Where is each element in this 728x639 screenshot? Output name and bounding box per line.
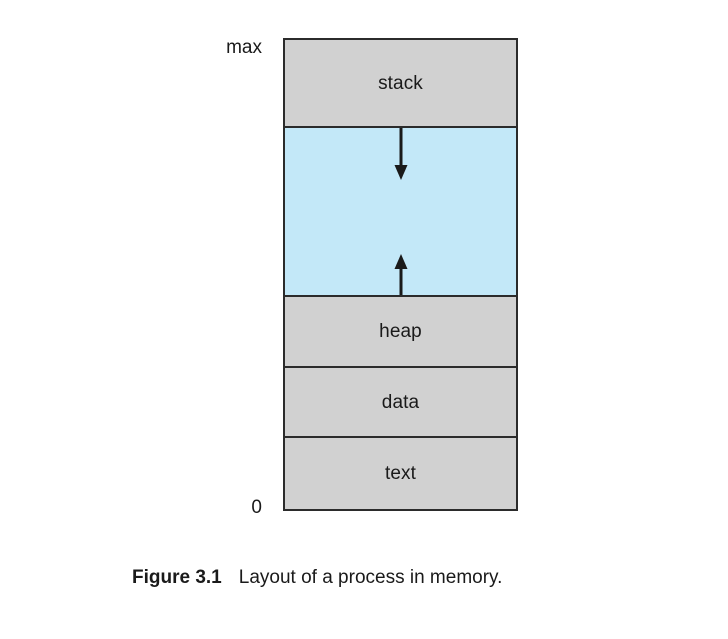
memory-segment-free-space xyxy=(285,128,516,297)
arrow-up-icon xyxy=(389,254,413,295)
memory-segment-stack-label: stack xyxy=(378,72,423,94)
memory-segment-data-label: data xyxy=(381,391,420,413)
figure-caption-title: Layout of a process in memory. xyxy=(238,567,503,588)
memory-map-diagram: stack heap data text xyxy=(283,38,518,511)
memory-segment-text-label: text xyxy=(384,463,417,484)
memory-segment-stack: stack xyxy=(285,40,516,128)
memory-segment-heap: heap xyxy=(285,297,516,368)
axis-label-max: max xyxy=(226,37,262,58)
figure-caption: Figure 3.1 Layout of a process in memory. xyxy=(132,568,652,587)
memory-segment-heap-label: heap xyxy=(379,321,422,342)
figure-caption-number: Figure 3.1 xyxy=(132,567,222,588)
arrow-down-icon xyxy=(389,128,413,180)
axis-label-zero: 0 xyxy=(251,497,262,518)
memory-segment-text: text xyxy=(285,438,516,509)
memory-segment-data: data xyxy=(285,368,516,438)
